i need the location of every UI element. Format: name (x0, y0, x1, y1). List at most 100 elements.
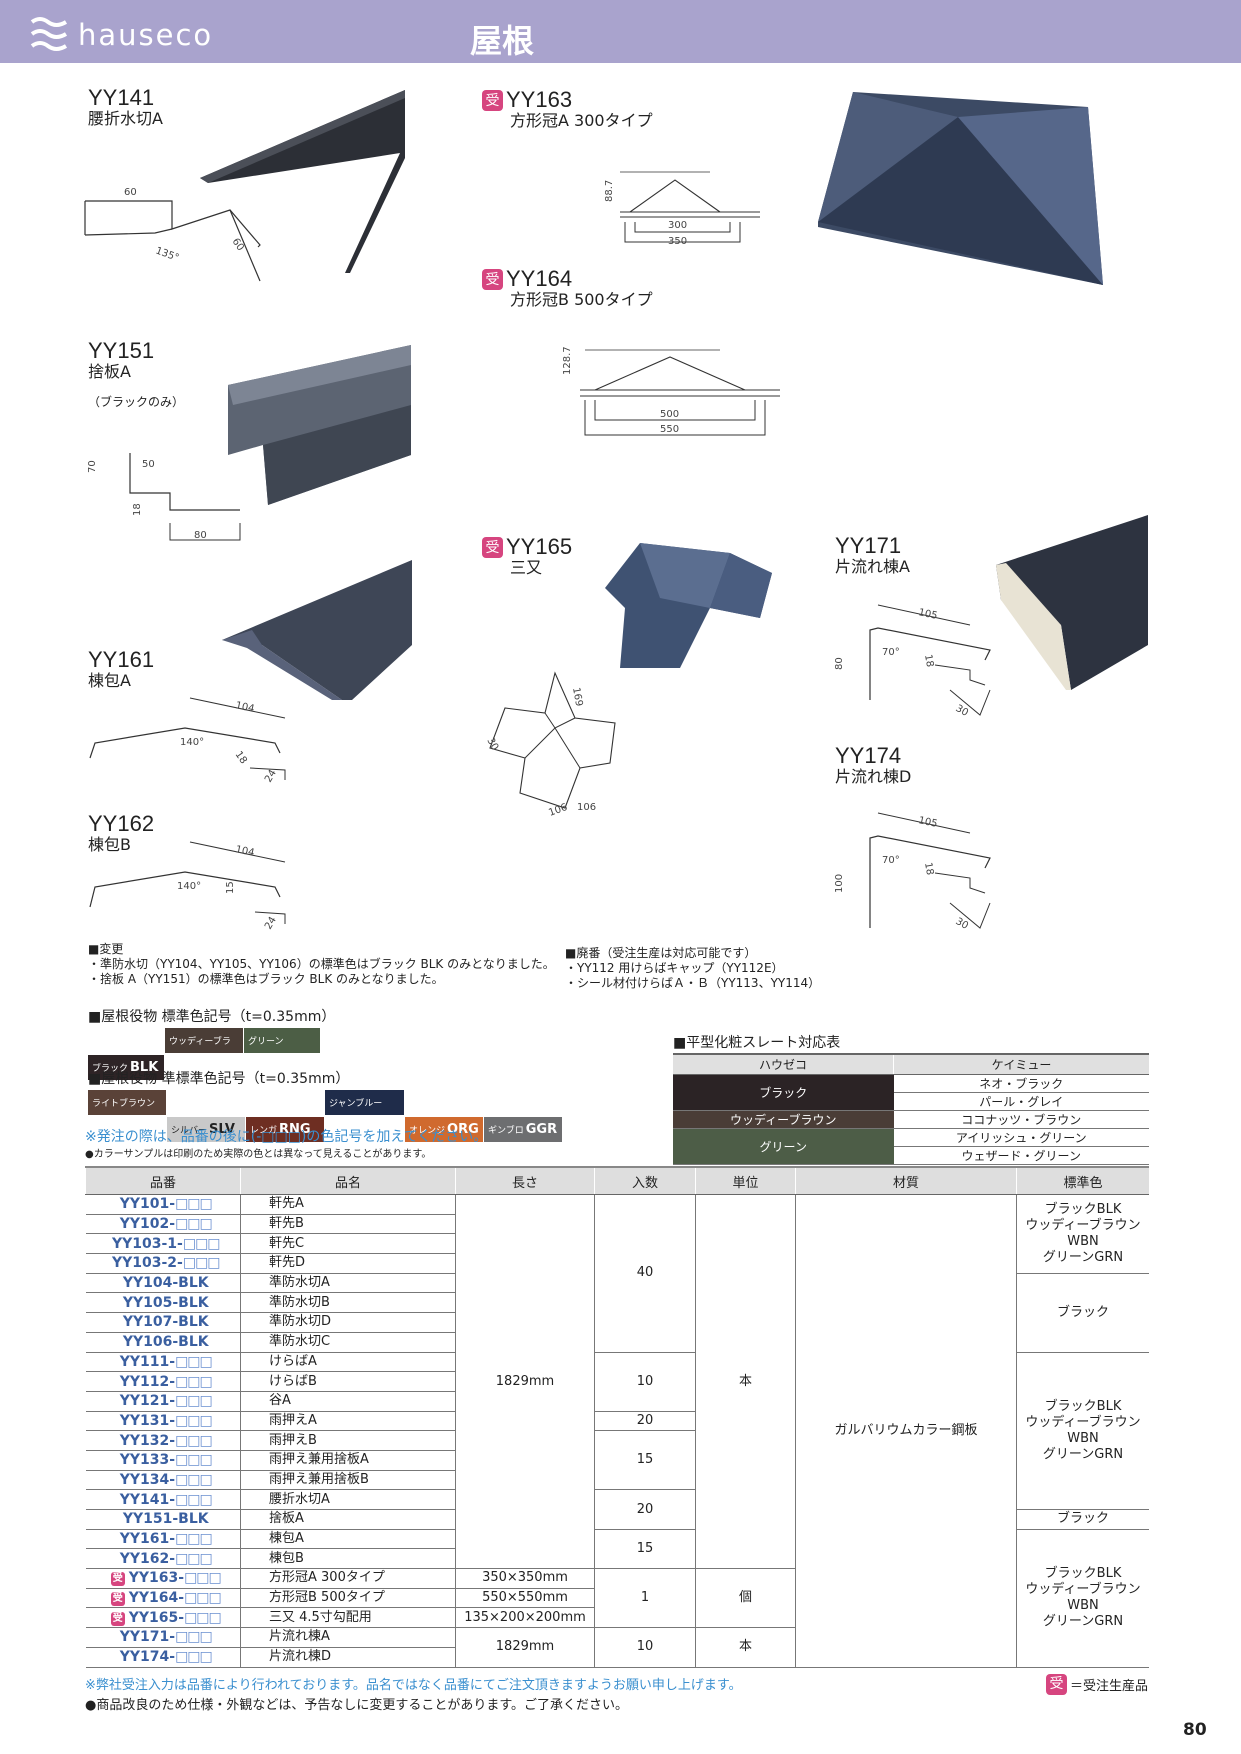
yy163-drawing: 88.7 300 350 (604, 171, 760, 247)
length-cell: 550×550mm (455, 1588, 595, 1609)
discontinued-line: ・YY112 用けらばキャップ（YY112E） (565, 961, 784, 975)
dim-label: 60 (124, 187, 137, 198)
part-name: けらばB (240, 1371, 456, 1392)
product-yy151: YY151 捨板A （ブラックのみ） (88, 339, 184, 410)
dim-label: 135° (154, 245, 180, 264)
color-suffix: □□□ (175, 1491, 213, 1508)
dim-label: 300 (668, 220, 687, 231)
table-row: YY174-□□□片流れ棟D (85, 1647, 1150, 1668)
color-suffix: □□□ (175, 1393, 213, 1410)
brand-logo: hauseco (78, 18, 214, 52)
color-line: グリーンGRN (1042, 1614, 1124, 1630)
col-header: 入数 (594, 1166, 696, 1195)
color-line: ウッディーブラウンWBN (1025, 1217, 1141, 1249)
part-name: 準防水切B (240, 1292, 456, 1314)
product-code: YY161 (88, 647, 155, 672)
dim-label: 70° (882, 647, 900, 658)
dim-label: 18 (132, 503, 143, 516)
made-to-order-badge: 受 (482, 537, 503, 558)
changes-note: ■変更 ・準防水切（YY104、YY105、YY106）の標準色はブラック BL… (88, 942, 555, 987)
part-code: YY107-BLK (122, 1314, 209, 1331)
part-number: YY171-□□□ (85, 1627, 241, 1648)
standard-color-cell: ブラック (1016, 1509, 1149, 1530)
part-name: 腰折水切A (240, 1489, 456, 1510)
part-code: YY165- (128, 1609, 185, 1626)
table-row: YY134-□□□雨押え兼用捨板B (85, 1470, 1150, 1491)
col-header: 標準色 (1016, 1166, 1149, 1195)
slate-hauseco-cell: ブラック (673, 1074, 894, 1111)
col-header: 材質 (795, 1166, 1017, 1195)
dim-label: 88.7 (604, 180, 615, 202)
part-name: 準防水切D (240, 1312, 456, 1333)
part-number: YY105-BLK (85, 1292, 241, 1314)
table-row: YY107-BLK 準防水切D (85, 1312, 1150, 1333)
dim-label: 550 (660, 424, 679, 435)
product-code: YY165 (506, 534, 573, 559)
part-code: YY151-BLK (122, 1511, 209, 1528)
dim-label: 30 (954, 703, 971, 719)
length-cell: 135×200×200mm (455, 1607, 595, 1629)
quantity-cell: 1 (594, 1568, 696, 1629)
col-header: 単位 (695, 1166, 796, 1195)
made-to-order-badge: 受 (110, 1592, 125, 1607)
table-row: YY121-□□□谷A (85, 1391, 1150, 1412)
part-name: 方形冠A 300タイプ (240, 1568, 456, 1589)
table-row: YY103-2-□□□軒先D (85, 1253, 1150, 1274)
part-name: 雨押えB (240, 1430, 456, 1451)
yy164-drawing: 128.7 500 550 (562, 346, 780, 436)
dim-label: 50 (142, 459, 155, 470)
dim-label: 500 (660, 409, 679, 420)
product-yy174: YY174 片流れ棟D (835, 744, 911, 786)
part-name: 軒先C (240, 1233, 456, 1255)
part-code: YY121- (119, 1393, 176, 1410)
part-name: 片流れ棟A (240, 1627, 456, 1648)
part-code: YY141- (119, 1491, 176, 1508)
slate-kmew-cell: アイリッシュ・グリーン (893, 1128, 1149, 1147)
standard-color-cell: ブラック (1016, 1273, 1149, 1353)
page-header: hauseco 屋根 (0, 0, 1241, 63)
color-suffix: □□□ (175, 1649, 213, 1666)
part-number: YY151-BLK (85, 1509, 241, 1530)
part-number: YY106-BLK (85, 1332, 241, 1353)
color-suffix: □□□ (175, 1452, 213, 1469)
color-chip-jbl: ジャンブルーJBL (325, 1090, 404, 1137)
unit-cell: 本 (695, 1194, 796, 1570)
dim-label: 18 (922, 862, 935, 876)
discontinued-title: ■廃番（受注生産は対応可能です） (565, 946, 757, 960)
standard-colors-title: ■屋根役物 標準色記号（t=0.35mm） (88, 1009, 336, 1025)
quantity-cell: 10 (594, 1352, 696, 1412)
length-cell: 1829mm (455, 1194, 595, 1570)
part-name: 三又 4.5寸勾配用 (240, 1607, 456, 1629)
color-line: グリーンGRN (1042, 1446, 1124, 1462)
yy165-drawing: 169 30 106 106 (484, 671, 616, 819)
product-name: 片流れ棟D (835, 767, 912, 786)
part-code: YY106-BLK (122, 1334, 209, 1351)
part-code: YY104-BLK (122, 1275, 209, 1292)
product-yy171: YY171 片流れ棟A (835, 534, 910, 576)
changes-line: ・準防水切（YY104、YY105、YY106）の標準色はブラック BLK のみ… (88, 957, 555, 971)
color-suffix: □□□ (175, 1550, 213, 1567)
part-name: 雨押えA (240, 1411, 456, 1432)
part-code: YY105-BLK (122, 1294, 209, 1311)
product-name: 方形冠B 500タイプ (510, 290, 653, 309)
part-number: YY107-BLK (85, 1312, 241, 1333)
dim-label: 140° (177, 881, 201, 892)
part-name: 棟包B (240, 1548, 456, 1570)
part-code: YY101- (119, 1196, 176, 1213)
table-row: YY112-□□□けらばB (85, 1371, 1150, 1392)
yy171-photo (996, 515, 1148, 690)
part-code: YY112- (119, 1373, 176, 1390)
part-code: YY174- (119, 1649, 176, 1666)
table-row: YY162-□□□棟包B (85, 1548, 1150, 1570)
product-yy141: YY141 腰折水切A (88, 86, 163, 128)
